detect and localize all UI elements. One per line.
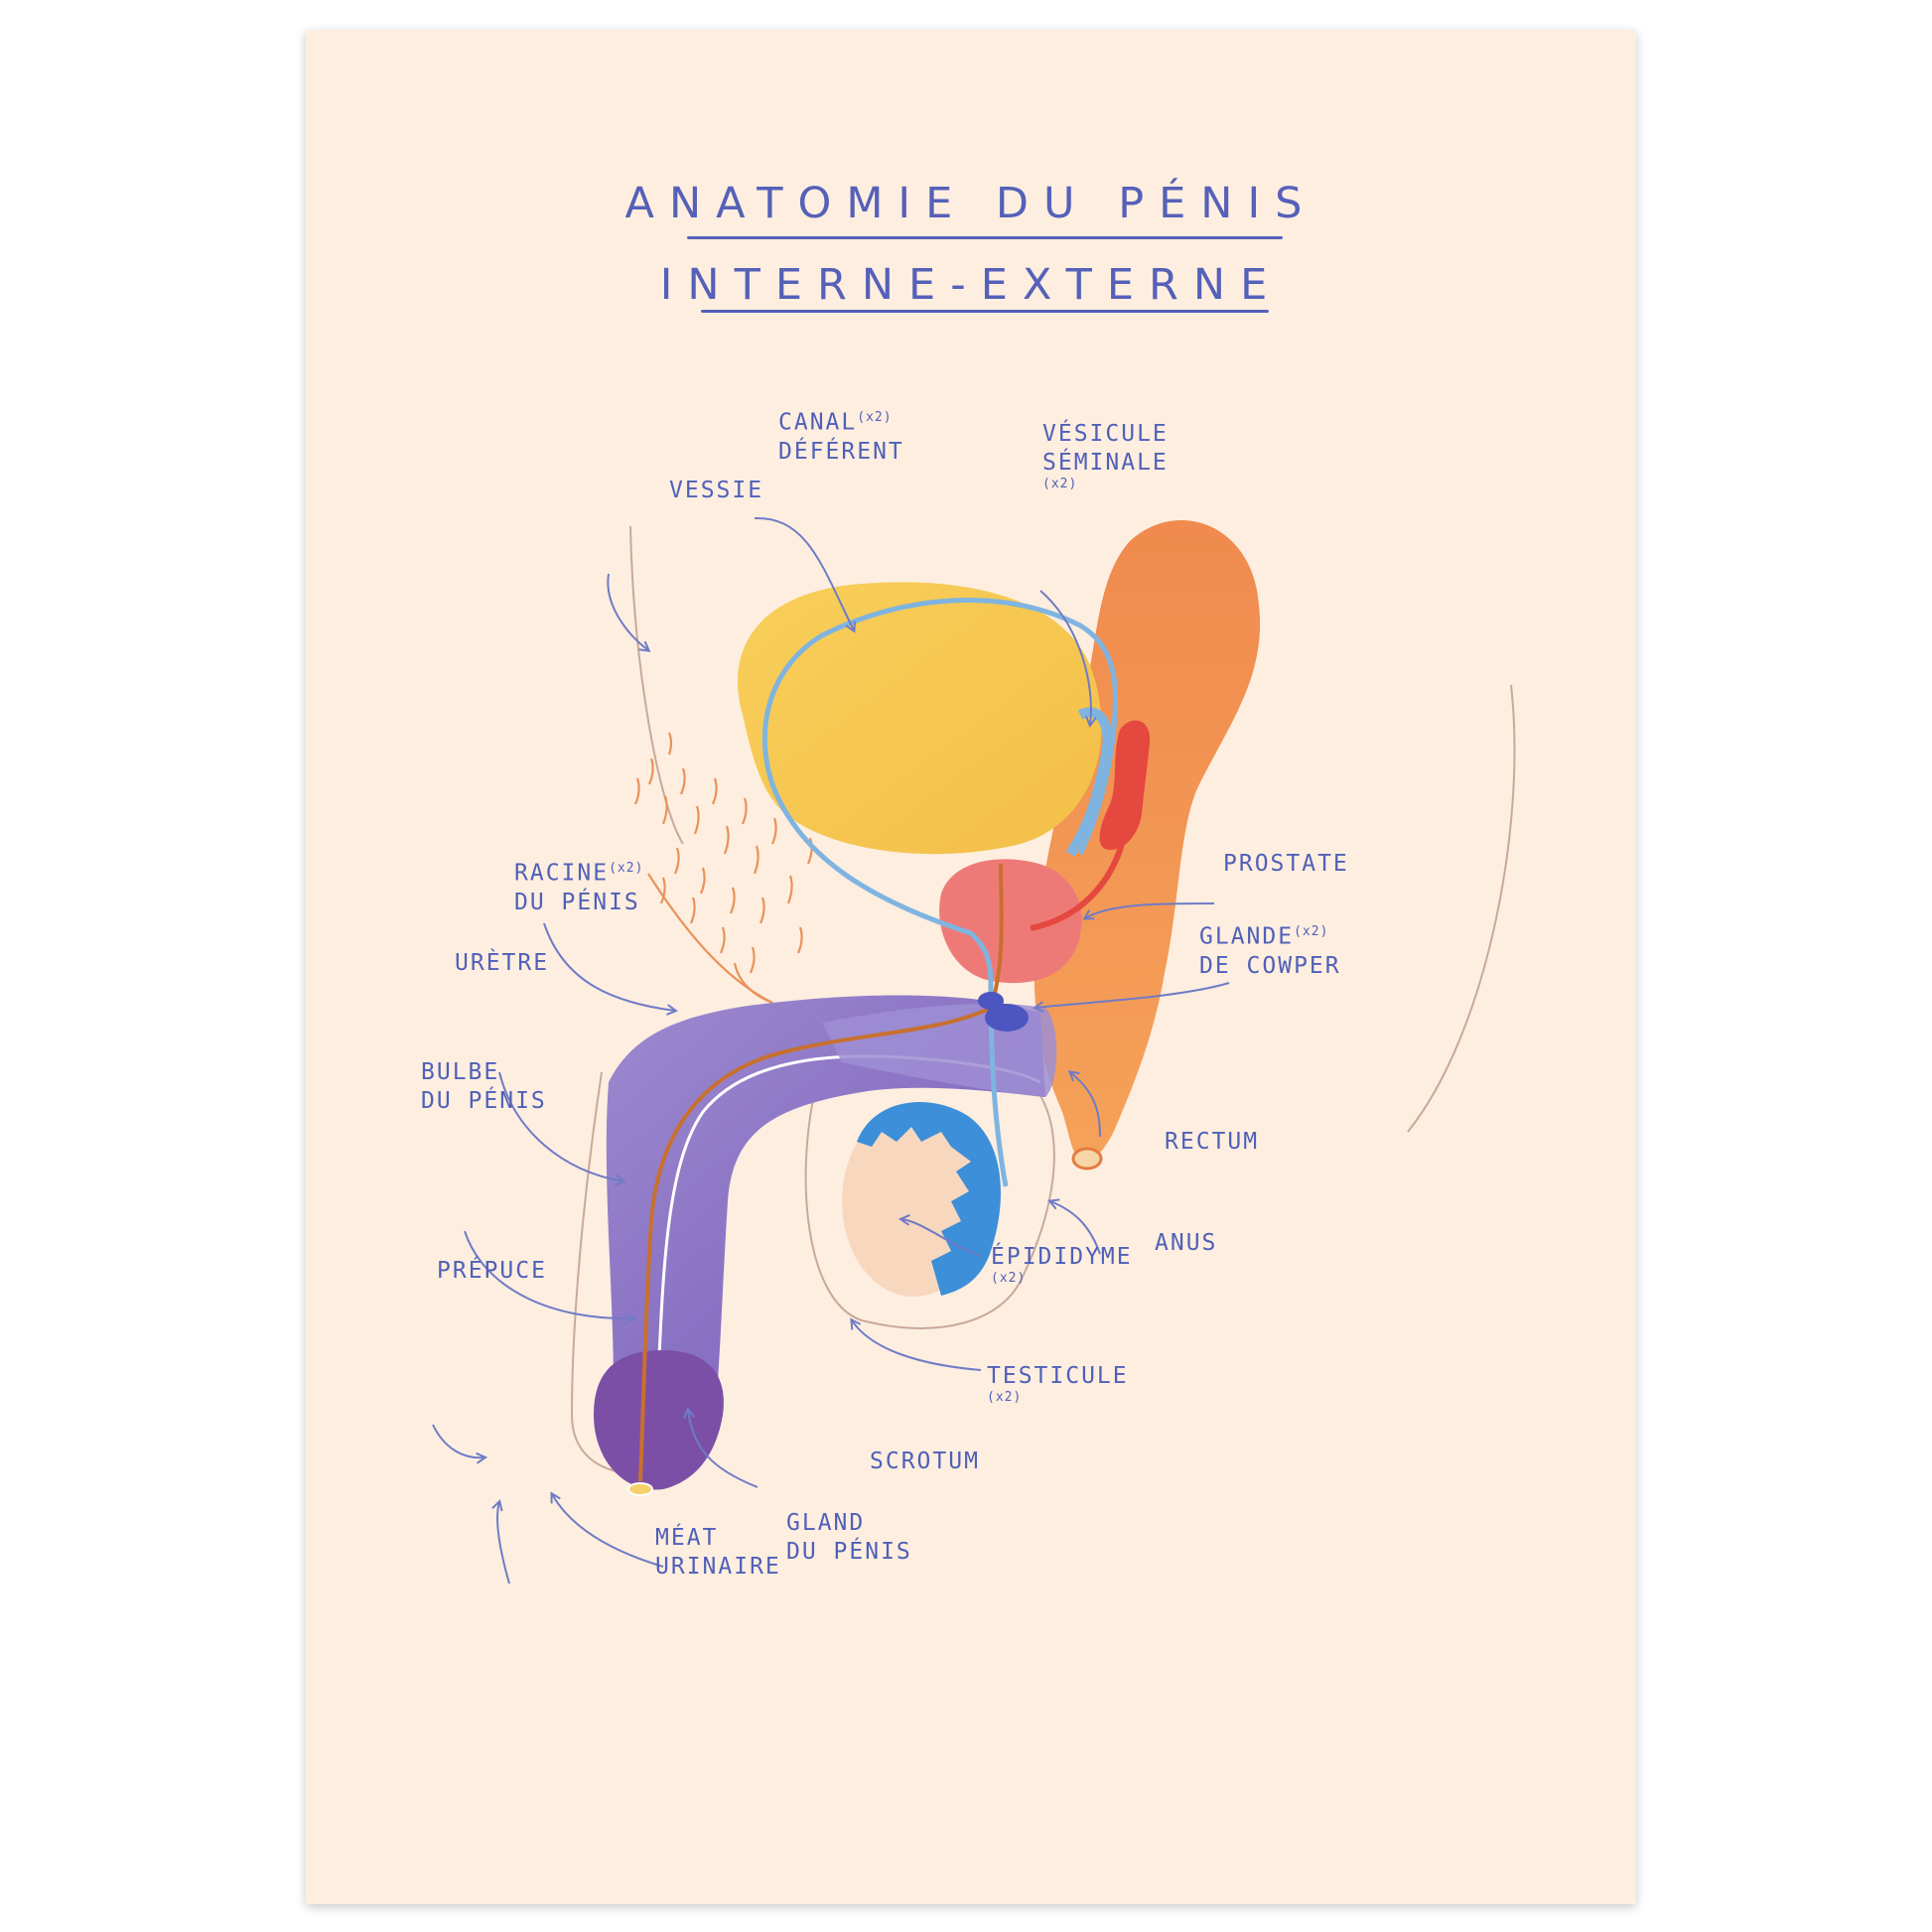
label-testicule-line1: TESTICULE: [987, 1363, 1129, 1389]
cowper-gland-shape: [985, 1004, 1029, 1032]
arrow-prostate: [1085, 902, 1215, 918]
label-uretre: URÈTRE: [455, 950, 550, 976]
title-line-1: ANATOMIE DU PÉNIS: [624, 179, 1317, 228]
label-meat-line1: MÉAT: [655, 1525, 719, 1551]
arrow-scrotum: [688, 1410, 759, 1488]
label-cowper-line2: DE COWPER: [1199, 952, 1341, 979]
body-outline-back: [1407, 684, 1516, 1133]
body-outline-front: [629, 525, 684, 845]
label-meat-urinaire: MÉAT URINAIRE: [655, 1524, 781, 1582]
arrow-prepuce: [432, 1424, 484, 1457]
label-glande-de-cowper: GLANDE(x2) DE COWPER: [1199, 917, 1341, 981]
label-vessie: VESSIE: [669, 478, 764, 503]
arrow-vesicule-seminale: [1039, 590, 1091, 725]
label-epididyme-note: (x2): [991, 1271, 1027, 1286]
label-gland-line2: DU PÉNIS: [786, 1539, 912, 1565]
label-vesicule-line1: VÉSICULE: [1042, 421, 1169, 447]
label-racine-du-penis: RACINE(x2) DU PÉNIS: [514, 854, 643, 917]
vas-deferens: [761, 598, 1118, 1187]
arrow-epididyme: [901, 1219, 982, 1257]
prostate-shape: [939, 859, 1082, 984]
testicle-shape: [842, 1106, 985, 1297]
arrow-anus: [1050, 1201, 1101, 1255]
arrow-glande-cowper: [1035, 982, 1230, 1008]
bladder-shape: [738, 582, 1102, 855]
title-underline-2: [701, 310, 1269, 313]
label-canal-deferent-note: (x2): [857, 410, 893, 425]
arrow-uretre: [498, 1071, 623, 1181]
anatomy-diagram: [432, 516, 1516, 1585]
label-epididyme-line1: ÉPIDIDYME: [991, 1244, 1133, 1270]
arrow-canal-deferent: [754, 516, 854, 630]
arrow-bulbe: [464, 1230, 633, 1318]
label-bulbe-du-penis: BULBE DU PÉNIS: [421, 1058, 547, 1116]
seminal-vesicle-shape: [1099, 720, 1151, 850]
label-meat-line2: URINAIRE: [655, 1554, 781, 1580]
glans-shape: [594, 1350, 724, 1490]
rectum-shape: [1034, 520, 1261, 1162]
title-line-2: INTERNE-EXTERNE: [659, 260, 1283, 310]
cowper-gland-shape-2: [978, 992, 1004, 1010]
label-arrows: [432, 516, 1230, 1585]
seminal-duct: [1030, 843, 1125, 931]
title-underline-1: [687, 236, 1283, 239]
label-canal-deferent-line2: DÉFÉRENT: [778, 438, 904, 465]
urethra-path: [638, 863, 1004, 1482]
label-testicule-note: (x2): [987, 1390, 1023, 1405]
label-rectum: RECTUM: [1165, 1129, 1260, 1155]
label-cowper-line1: GLANDE: [1199, 923, 1295, 950]
penis-body-shape: [606, 995, 1045, 1385]
label-vesicule-line2: SÉMINALE: [1042, 450, 1169, 476]
label-bulbe-line1: BULBE: [421, 1059, 500, 1085]
label-racine-line2: DU PÉNIS: [514, 889, 640, 915]
pubic-hair: [633, 732, 813, 1005]
poster: ANATOMIE DU PÉNIS INTERNE-EXTERNE: [306, 30, 1636, 1904]
label-prostate: PROSTATE: [1223, 851, 1349, 877]
label-bulbe-line2: DU PÉNIS: [421, 1088, 547, 1114]
label-testicule: TESTICULE (x2): [987, 1362, 1129, 1405]
vas-deferens-ampulla: [1065, 707, 1113, 857]
label-gland-line1: GLAND: [786, 1510, 866, 1536]
arrow-rectum: [1070, 1072, 1101, 1138]
label-canal-deferent: CANAL(x2) DÉFÉRENT: [778, 403, 904, 467]
label-vesicule-note: (x2): [1042, 477, 1078, 491]
epididymis-shape: [857, 1102, 1001, 1296]
label-racine-note: (x2): [609, 861, 644, 876]
label-anus: ANUS: [1155, 1230, 1218, 1256]
label-cowper-note: (x2): [1294, 924, 1329, 939]
label-prepuce: PRÉPUCE: [437, 1258, 547, 1284]
label-gland-du-penis: GLAND DU PÉNIS: [786, 1509, 912, 1567]
label-racine-line1: RACINE: [514, 860, 610, 887]
label-vesicule-seminale: VÉSICULE SÉMINALE (x2): [1042, 420, 1169, 491]
arrow-meat: [497, 1502, 510, 1585]
anus-shape: [1071, 1147, 1103, 1171]
arrow-vessie: [607, 573, 648, 650]
arrow-gland: [552, 1494, 664, 1568]
arrow-testicule: [852, 1320, 982, 1371]
label-scrotum: SCROTUM: [870, 1449, 980, 1474]
label-epididyme: ÉPIDIDYME (x2): [991, 1243, 1133, 1286]
arrow-racine: [543, 922, 675, 1011]
label-canal-deferent-line1: CANAL: [778, 409, 858, 436]
urinary-meatus-shape: [627, 1482, 653, 1496]
